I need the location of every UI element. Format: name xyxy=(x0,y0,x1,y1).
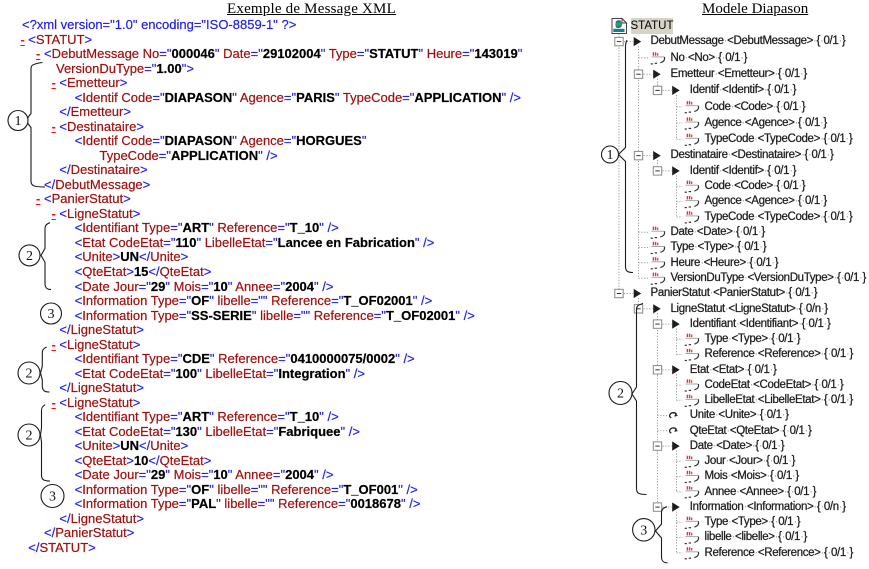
svg-text:1: 1 xyxy=(15,114,22,129)
svg-text:1: 1 xyxy=(607,148,614,163)
svg-text:3: 3 xyxy=(48,307,55,322)
svg-text:2: 2 xyxy=(26,367,33,382)
svg-text:2: 2 xyxy=(26,429,33,444)
svg-text:3: 3 xyxy=(640,523,647,538)
svg-text:2: 2 xyxy=(26,249,33,264)
svg-text:2: 2 xyxy=(617,387,624,402)
svg-text:3: 3 xyxy=(49,490,56,505)
